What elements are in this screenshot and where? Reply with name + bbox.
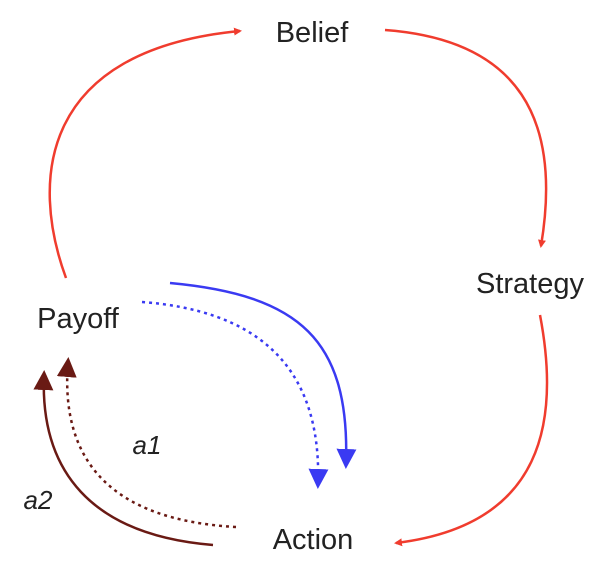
node-belief: Belief [276,17,349,49]
arrow-action-to-payoff-a2-solid [33,370,214,547]
node-action: Action [273,524,354,556]
edge-label-a1: a1 [133,430,162,460]
node-strategy: Strategy [476,268,584,300]
arrow-payoff-to-action-solid [169,281,357,469]
arrow-strategy-to-action [394,314,549,547]
arrow-payoff-to-action-dotted [141,300,329,489]
arrow-belief-to-strategy [384,28,548,248]
edge-label-a2: a2 [24,485,53,515]
arrow-payoff-to-belief [48,27,242,279]
node-payoff: Payoff [37,303,120,335]
